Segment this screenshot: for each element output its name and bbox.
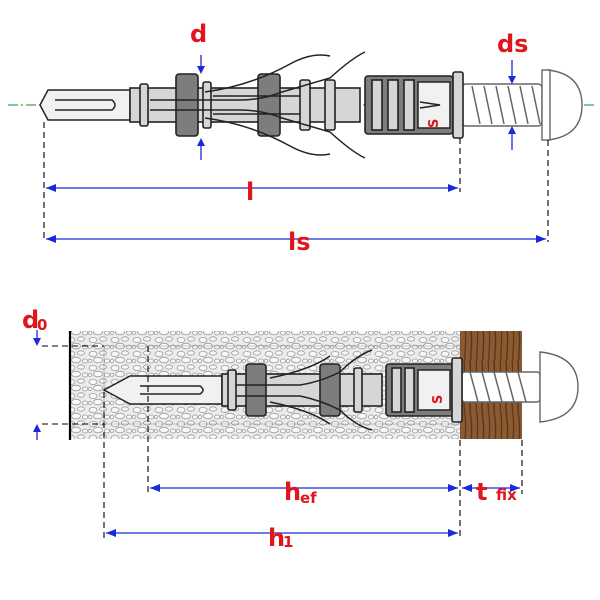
top-screw	[461, 69, 583, 141]
label-tfix-sub: fix	[496, 486, 517, 504]
dim-d0: d 0	[22, 306, 47, 440]
bottom-installation-view: S	[68, 331, 579, 440]
label-ls: ls	[288, 228, 311, 256]
top-anchor-body	[39, 51, 464, 159]
dim-d: d	[190, 20, 207, 160]
bottom-anchor-body	[102, 349, 463, 431]
label-tfix: t	[476, 478, 487, 506]
top-anchor-view: S	[8, 51, 595, 159]
bottom-screw	[461, 351, 579, 423]
top-marking: S	[427, 119, 442, 128]
label-ds: ds	[497, 30, 528, 58]
label-hef: h	[284, 478, 301, 506]
label-d: d	[190, 20, 207, 48]
dim-hef: h ef	[150, 478, 458, 507]
label-d0-sub: 0	[37, 316, 47, 334]
label-h1-sub: 1	[283, 533, 293, 551]
dim-l: l	[46, 178, 458, 206]
dim-ls: ls	[46, 228, 546, 256]
dim-ds: ds	[497, 30, 528, 150]
label-hef-sub: ef	[300, 489, 317, 507]
dim-h1: h 1	[106, 524, 458, 552]
label-d0: d	[22, 306, 39, 334]
bottom-marking: S	[431, 395, 446, 404]
label-l: l	[246, 178, 254, 206]
dim-tfix: t fix	[462, 478, 520, 506]
label-h1: h	[268, 524, 285, 552]
